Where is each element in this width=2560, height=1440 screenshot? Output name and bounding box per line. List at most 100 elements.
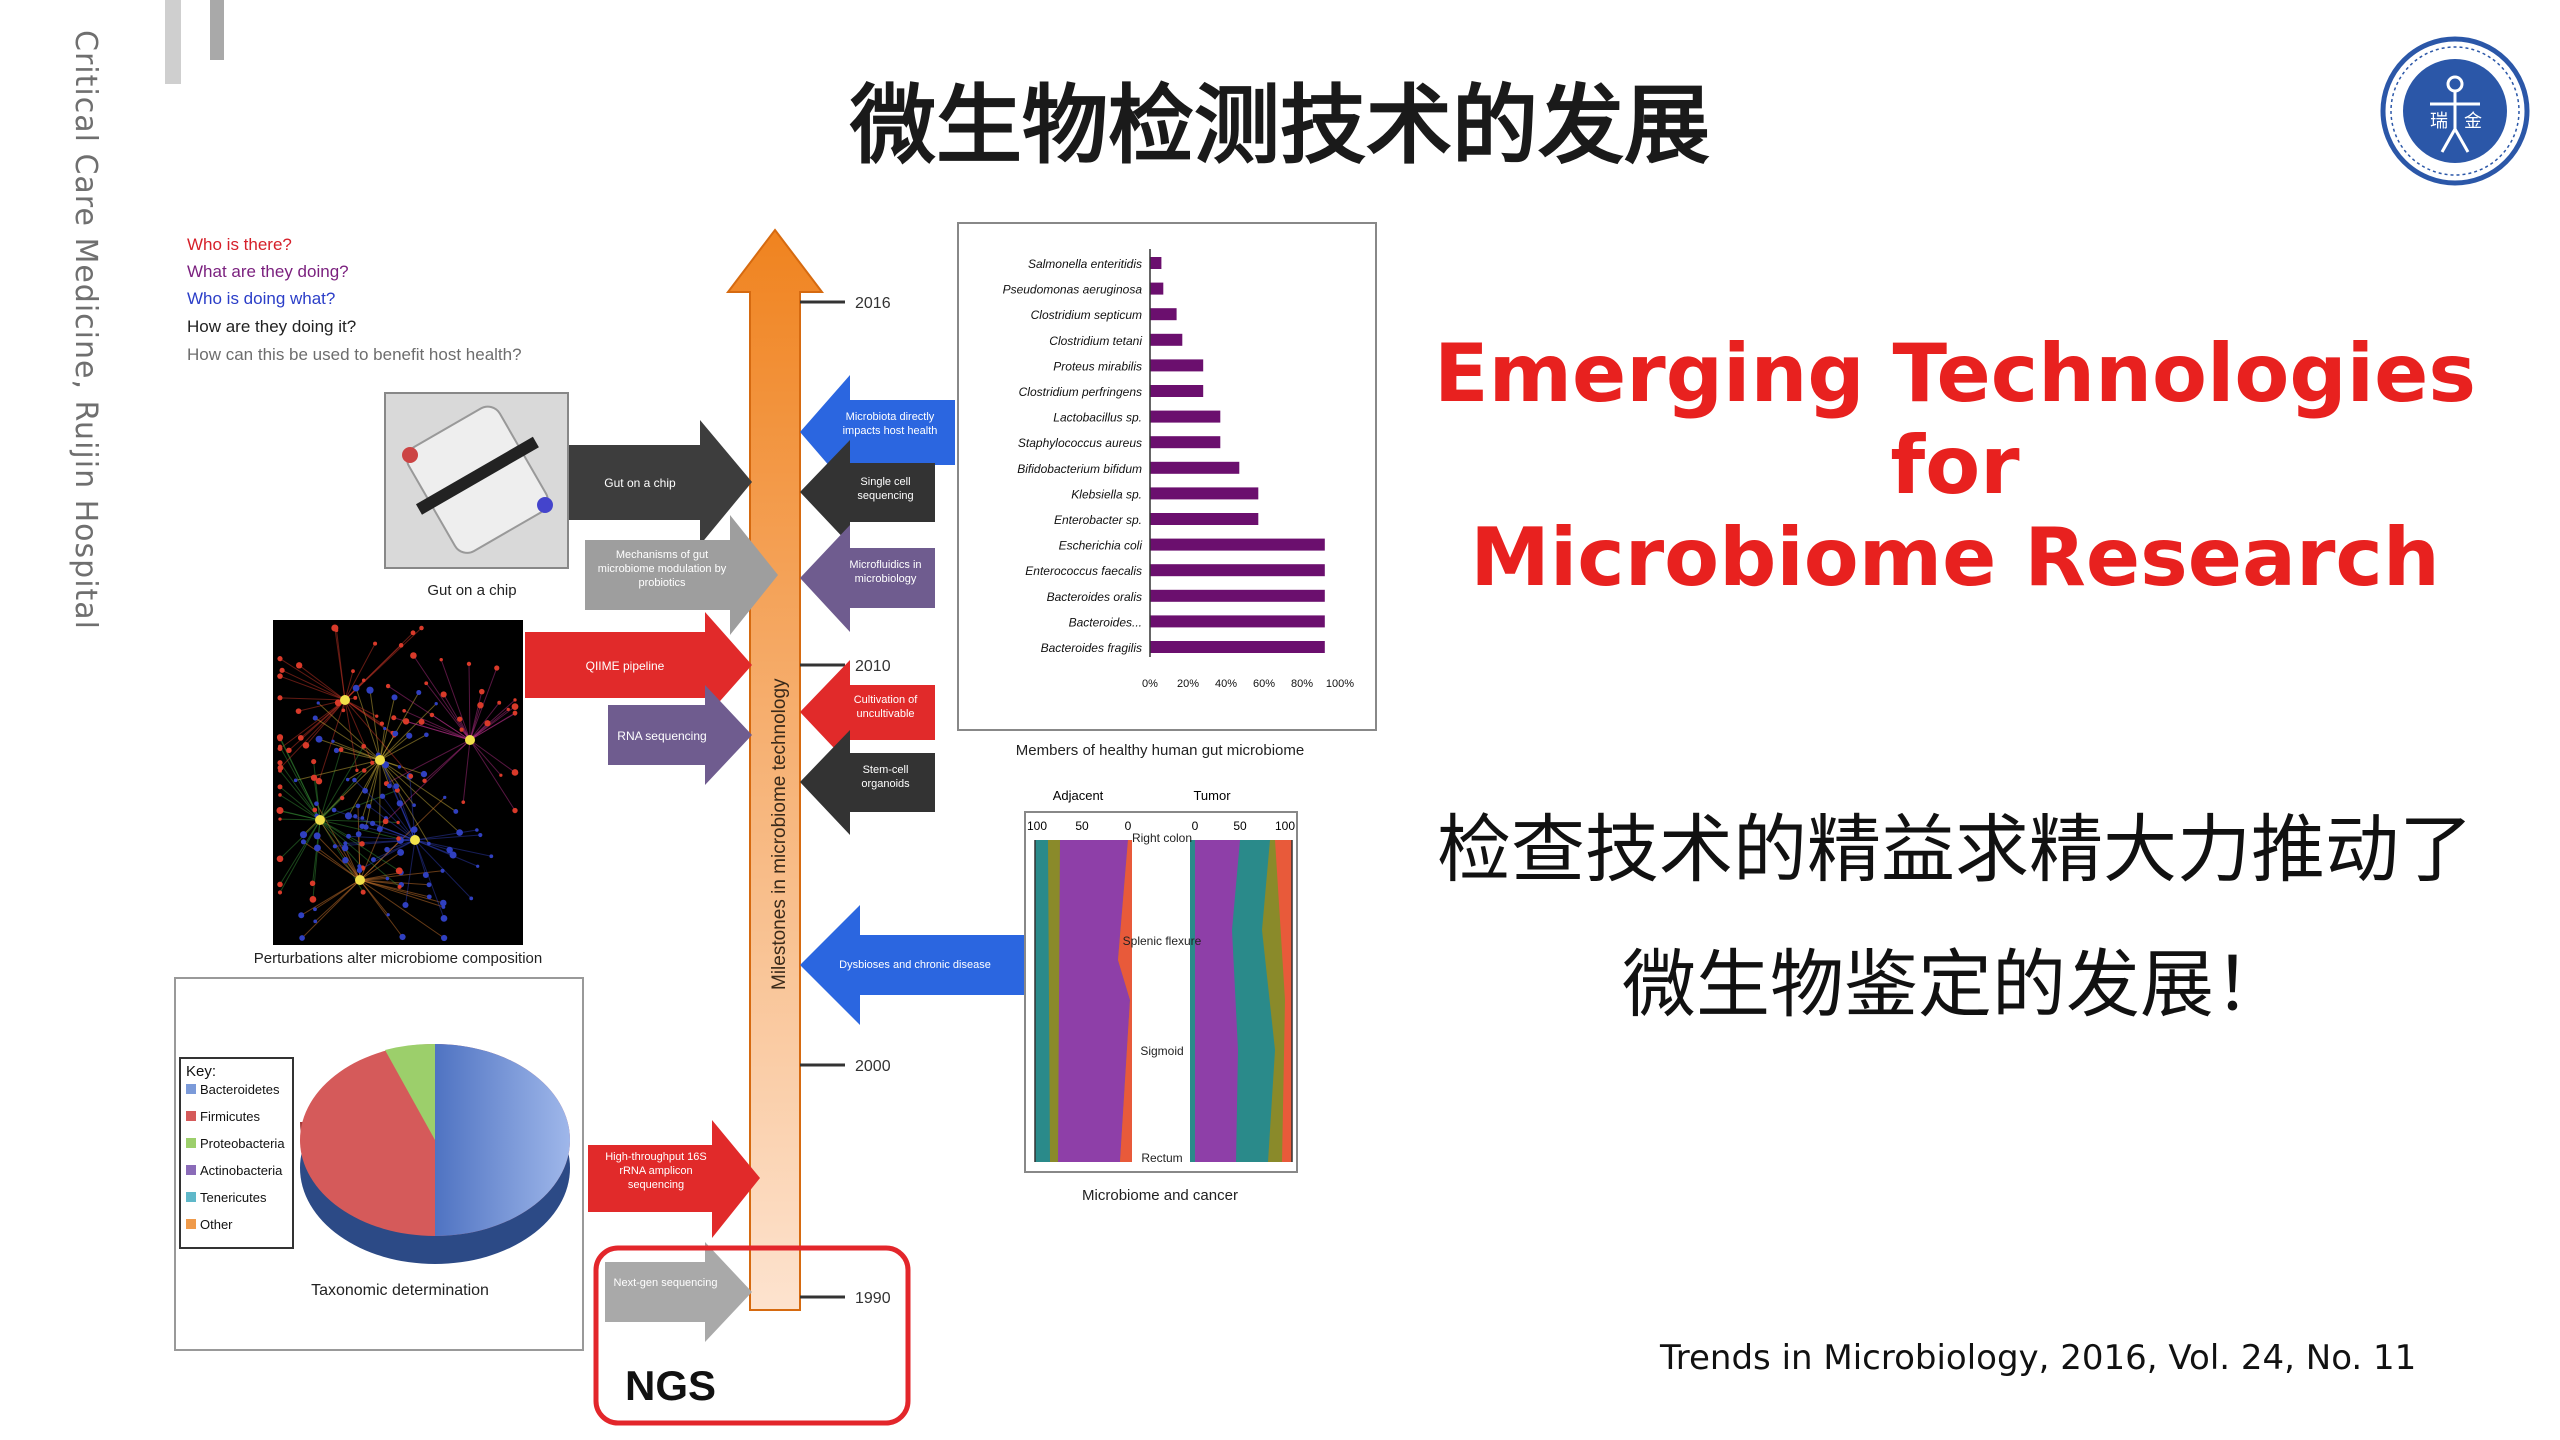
network-edge — [303, 841, 361, 881]
network-edge — [319, 819, 400, 888]
network-edge — [414, 839, 454, 856]
network-edge — [319, 770, 365, 821]
bar — [1150, 257, 1162, 269]
gut-chip-image — [384, 392, 569, 569]
network-edge — [344, 699, 412, 777]
network-node — [278, 793, 282, 797]
question-3: Who is doing what? — [187, 289, 335, 308]
network-edge — [368, 805, 416, 841]
network-node — [353, 695, 358, 700]
bar-category-label: Bifidobacterium bifidum — [1017, 462, 1142, 476]
network-node — [424, 681, 429, 686]
network-node — [277, 784, 283, 790]
network-edge — [403, 710, 471, 741]
tick-r-50: 50 — [1233, 819, 1247, 833]
network-edge — [359, 872, 402, 881]
network-edge — [385, 739, 471, 822]
network-node — [359, 841, 365, 847]
network-hub — [315, 815, 325, 825]
network-node — [420, 770, 428, 778]
year-2010: 2010 — [855, 658, 891, 675]
network-node — [315, 777, 323, 785]
key-title: Key: — [186, 1063, 216, 1080]
question-5: How can this be used to benefit host hea… — [187, 345, 522, 364]
network-node — [300, 839, 307, 845]
network-node — [342, 857, 349, 864]
network-edge — [359, 839, 401, 881]
network-node — [410, 630, 416, 636]
bar-category-label: Pseudomonas aeruginosa — [1003, 283, 1143, 297]
network-node — [344, 812, 353, 820]
network-edge — [334, 627, 346, 701]
network-node — [293, 778, 298, 783]
bar-category-label: Enterococcus faecalis — [1025, 564, 1142, 578]
network-edge — [300, 879, 361, 916]
network-node — [277, 695, 283, 701]
network-node — [449, 851, 457, 859]
network-node — [397, 848, 405, 856]
network-node — [385, 876, 390, 881]
key-swatch — [186, 1192, 196, 1202]
network-edge — [316, 835, 361, 881]
network-node — [366, 803, 372, 809]
network-node — [393, 783, 400, 790]
network-node — [459, 727, 464, 732]
network-node — [278, 817, 282, 821]
bar — [1150, 308, 1177, 321]
bar-category-label: Bacteroides... — [1069, 615, 1142, 629]
network-node — [312, 807, 318, 813]
network-node — [360, 889, 366, 895]
slide-title: 微生物检测技术的发展 — [850, 76, 1710, 176]
right-arrow-dysbiosis: Dysbioses and chronic disease — [800, 905, 1025, 1025]
network-edge — [279, 738, 321, 821]
network-node — [298, 912, 305, 919]
network-edge — [319, 819, 363, 845]
bar-x-tick: 40% — [1215, 678, 1237, 690]
network-node — [402, 708, 406, 713]
network-edge — [405, 720, 471, 741]
key-swatch — [186, 1165, 196, 1175]
network-edge — [359, 879, 444, 908]
network-edge — [319, 749, 342, 821]
network-node — [312, 715, 318, 721]
network-edge — [279, 819, 321, 893]
network-edge — [414, 829, 477, 841]
network-edge — [462, 739, 471, 803]
key-label: Other — [200, 1217, 233, 1232]
network-edge — [313, 777, 321, 821]
network-node — [355, 831, 362, 837]
bar-x-tick: 0% — [1142, 678, 1158, 690]
bar — [1150, 385, 1204, 397]
network-edge — [336, 749, 381, 761]
bar — [1150, 436, 1221, 449]
network-edge — [469, 705, 481, 741]
network-edge — [279, 675, 346, 701]
network-node — [331, 624, 339, 632]
key-label: Bacteroidetes — [200, 1082, 280, 1097]
network-node — [499, 773, 503, 777]
network-node — [440, 899, 447, 907]
network-node — [408, 773, 414, 779]
network-node — [373, 641, 378, 646]
network-edge — [279, 794, 321, 821]
network-hub — [375, 755, 385, 765]
network-edge — [365, 759, 381, 828]
network-edge — [469, 739, 502, 776]
col-label-tumor: Tumor — [1193, 788, 1231, 803]
bar — [1150, 487, 1259, 500]
network-node — [440, 914, 448, 922]
network-node — [379, 793, 386, 799]
network-node — [384, 846, 390, 853]
year-2016: 2016 — [855, 295, 891, 312]
network-edge — [469, 691, 483, 741]
network-node — [341, 708, 346, 713]
network-hub — [465, 735, 475, 745]
decor-bar-1 — [165, 0, 181, 84]
network-node — [277, 673, 283, 679]
key-label: Firmicutes — [200, 1109, 260, 1124]
network-edge — [373, 839, 416, 861]
tick-r-100: 100 — [1275, 819, 1295, 833]
network-edge — [317, 702, 381, 761]
network-node — [406, 732, 413, 739]
